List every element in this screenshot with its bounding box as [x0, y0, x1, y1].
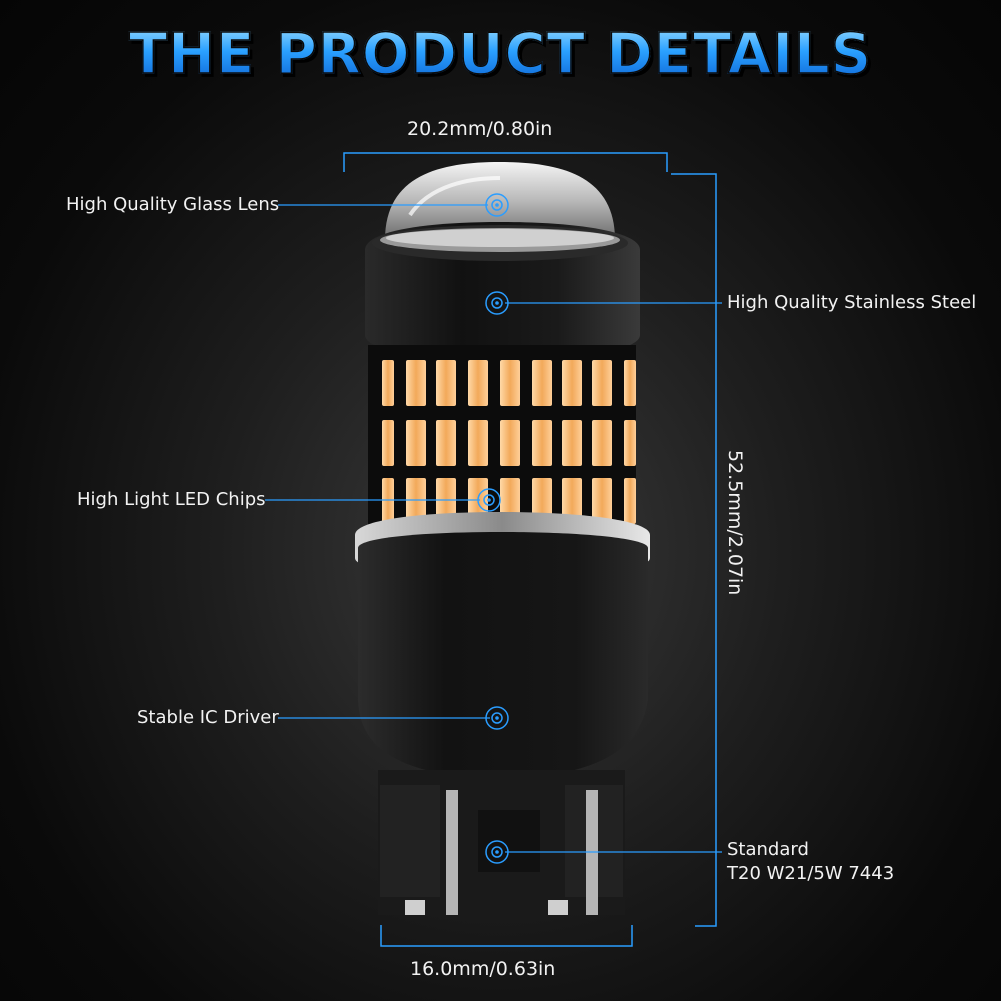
callout-stainless-steel: High Quality Stainless Steel [727, 292, 977, 313]
led-chip [382, 360, 394, 406]
top-width-dimension: 20.2mm/0.80in [407, 118, 553, 140]
led-chip [436, 360, 456, 406]
contact-terminal [446, 790, 458, 915]
led-chip [382, 478, 394, 524]
callout-glass-lens: High Quality Glass Lens [66, 194, 280, 215]
led-chip [562, 478, 582, 524]
led-chip [406, 420, 426, 466]
target-icon [485, 706, 509, 730]
target-icon [485, 193, 509, 217]
callout-led-chips: High Light LED Chips [77, 489, 266, 510]
led-chip [532, 360, 552, 406]
led-chip [436, 478, 456, 524]
target-icon [477, 488, 501, 512]
led-chip [406, 360, 426, 406]
led-chip [468, 360, 488, 406]
bottom-width-dimension: 16.0mm/0.63in [410, 958, 556, 980]
ic-driver-housing [358, 532, 648, 780]
led-chip [562, 420, 582, 466]
callout-ic-driver: Stable IC Driver [137, 707, 279, 728]
led-chip [436, 420, 456, 466]
led-chip [532, 478, 552, 524]
target-icon [485, 840, 509, 864]
target-icon [485, 291, 509, 315]
height-dimension: 52.5mm/2.07in [724, 450, 746, 596]
led-chip [592, 420, 612, 466]
led-chip [382, 420, 394, 466]
led-chip [500, 360, 520, 406]
page-title: THE PRODUCT DETAILS [0, 21, 1001, 88]
dimension-lines [343, 152, 717, 947]
callout-standard-line1: Standard [727, 839, 809, 860]
led-chip [624, 360, 636, 406]
led-chip [500, 420, 520, 466]
led-chips [382, 360, 636, 524]
led-chip [592, 478, 612, 524]
led-chip [624, 478, 636, 524]
led-chip [624, 420, 636, 466]
led-chip [562, 360, 582, 406]
led-chip [532, 420, 552, 466]
callout-standard-line2: T20 W21/5W 7443 [727, 863, 895, 884]
callout-lines [265, 204, 722, 853]
led-chip [592, 360, 612, 406]
led-chip [468, 420, 488, 466]
led-chip [406, 478, 426, 524]
callout-markers [477, 193, 509, 864]
